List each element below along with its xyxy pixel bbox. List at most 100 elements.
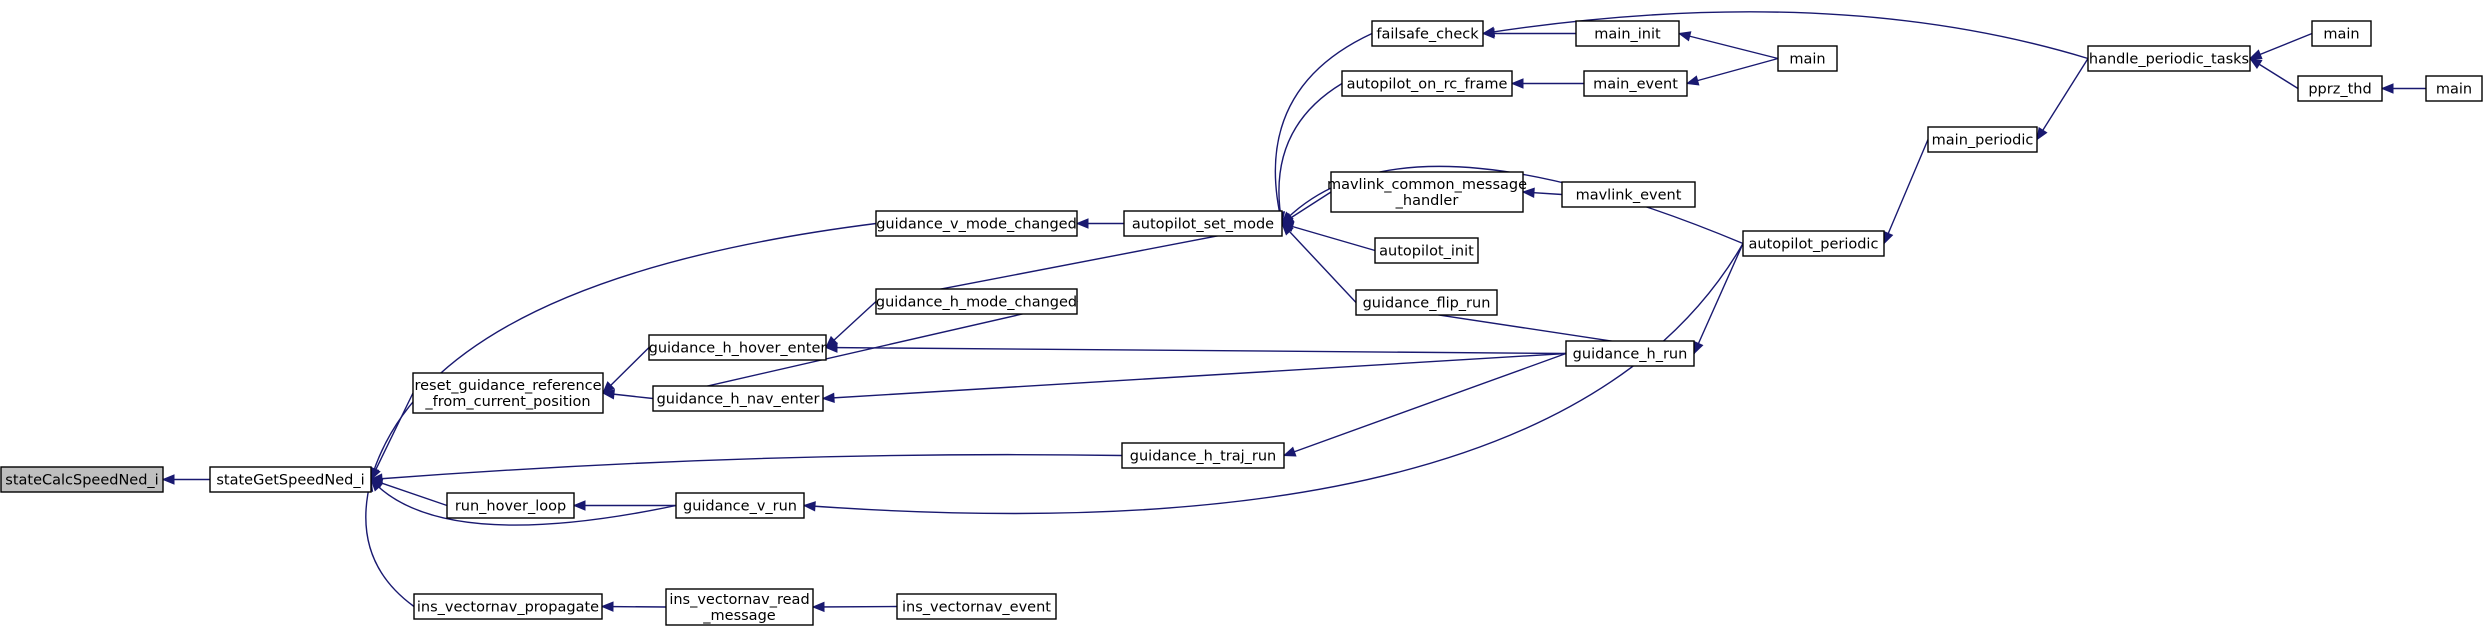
graph-node-n21[interactable]: main_init [1575, 20, 1680, 47]
graph-node-n7[interactable]: ins_vectornav_propagate [413, 593, 603, 620]
graph-node-n6[interactable]: guidance_v_run [675, 492, 805, 519]
node-label: mavlink_common_message [1327, 177, 1527, 193]
node-box[interactable] [1371, 20, 1484, 47]
edge-arrowhead [1282, 446, 1297, 457]
edge-arrowhead [811, 601, 825, 613]
node-label: autopilot_set_mode [1132, 217, 1274, 233]
node-box[interactable] [1374, 237, 1479, 264]
node-label: reset_guidance_reference [414, 378, 601, 394]
edge-arrowhead [1481, 26, 1496, 37]
graph-node-n13[interactable]: autopilot_periodic [1742, 230, 1885, 257]
graph-node-n12[interactable]: guidance_h_run [1565, 340, 1695, 367]
node-box[interactable] [2297, 75, 2383, 102]
graph-node-n14[interactable]: ins_vectornav_read_message [665, 588, 814, 626]
graph-node-n20[interactable]: guidance_flip_run [1355, 289, 1498, 316]
edge-arrowhead [601, 389, 616, 400]
graph-node-n0[interactable]: stateCalcSpeedNed_i [0, 466, 164, 493]
node-label: guidance_h_hover_enter [649, 341, 827, 357]
node-box[interactable] [875, 210, 1078, 237]
node-box[interactable] [1123, 210, 1283, 237]
node-label: guidance_h_traj_run [1130, 449, 1276, 465]
graph-edge-n20-n8 [1281, 223, 1357, 303]
node-label: run_hover_loop [455, 499, 566, 515]
graph-node-n5[interactable]: run_hover_loop [446, 492, 575, 519]
node-box[interactable] [209, 466, 372, 493]
graph-edge-n13-n6 [803, 243, 1744, 515]
node-box[interactable] [1561, 181, 1696, 208]
node-label: guidance_h_mode_changed [876, 295, 1077, 311]
graph-node-n19[interactable]: autopilot_init [1374, 237, 1479, 264]
edges-layer [161, 11, 2426, 613]
edge-arrowhead [2248, 57, 2263, 70]
graph-node-n9[interactable]: guidance_h_hover_enter [648, 334, 827, 361]
node-box[interactable] [446, 492, 575, 519]
node-box[interactable] [1927, 126, 2038, 153]
node-label: handle_periodic_tasks [2089, 52, 2249, 68]
node-box[interactable] [2425, 75, 2483, 102]
graph-edge-n12-n4 [1283, 352, 1567, 457]
edge-arrowhead [1281, 222, 1294, 236]
graph-edge-n2-n1 [370, 222, 877, 480]
node-label: _from_current_position [424, 394, 590, 410]
graph-edge-n24-n22 [1686, 57, 1779, 85]
graph-node-n24[interactable]: main [1777, 45, 1838, 72]
edge-arrowhead [1883, 230, 1894, 245]
graph-node-n22[interactable]: main_event [1583, 70, 1688, 97]
edge-arrowhead [602, 381, 615, 394]
graph-node-n28[interactable]: pprz_thd [2297, 75, 2383, 102]
node-box[interactable] [1355, 289, 1498, 316]
graph-edge-n3-n1 [370, 392, 414, 480]
node-box[interactable] [652, 385, 824, 412]
graph-node-n8[interactable]: autopilot_set_mode [1123, 210, 1283, 237]
node-box[interactable] [1742, 230, 1885, 257]
node-box[interactable] [1330, 171, 1524, 213]
graph-node-n15[interactable]: ins_vectornav_event [896, 593, 1057, 620]
node-box[interactable] [1575, 20, 1680, 47]
node-box[interactable] [648, 334, 827, 361]
node-box[interactable] [1583, 70, 1688, 97]
edge-arrowhead [1075, 218, 1089, 229]
node-label: main_init [1594, 27, 1661, 43]
node-box[interactable] [412, 372, 604, 414]
graph-node-n25[interactable]: main_periodic [1927, 126, 2038, 153]
graph-node-n2[interactable]: guidance_v_mode_changed [875, 210, 1078, 237]
graph-node-n23[interactable]: mavlink_event [1561, 181, 1696, 208]
graph-node-n11[interactable]: guidance_h_mode_changed [875, 288, 1078, 315]
graph-node-n18[interactable]: mavlink_common_message_handler [1327, 171, 1527, 213]
node-box[interactable] [896, 593, 1057, 620]
node-label: stateGetSpeedNed_i [216, 473, 364, 489]
node-box[interactable] [665, 588, 814, 626]
node-box[interactable] [675, 492, 805, 519]
graph-node-n27[interactable]: main [2311, 20, 2372, 47]
node-box[interactable] [2087, 45, 2251, 72]
node-box[interactable] [1121, 442, 1285, 469]
node-box[interactable] [413, 593, 603, 620]
graph-node-n1[interactable]: stateGetSpeedNed_i [209, 466, 372, 493]
edge-arrowhead [1685, 75, 1700, 86]
node-box[interactable] [2311, 20, 2372, 47]
graph-edge-n7-n1 [365, 479, 415, 608]
edge-arrowhead [2036, 126, 2048, 141]
graph-node-n26[interactable]: handle_periodic_tasks [2087, 45, 2251, 72]
graph-edge-n16-n8 [1274, 32, 1373, 224]
edge-arrowhead [802, 501, 816, 512]
node-box[interactable] [875, 288, 1078, 315]
node-box[interactable] [1565, 340, 1695, 367]
edge-arrowhead [370, 478, 383, 492]
node-box[interactable] [1777, 45, 1838, 72]
graph-node-n3[interactable]: reset_guidance_reference_from_current_po… [412, 372, 604, 414]
graph-node-n10[interactable]: guidance_h_nav_enter [652, 385, 824, 412]
graph-node-n16[interactable]: failsafe_check [1371, 20, 1484, 47]
graph-node-n17[interactable]: autopilot_on_rc_frame [1341, 70, 1513, 97]
graph-edge-n13-n8 [1281, 165, 1744, 245]
node-label: ins_vectornav_propagate [417, 600, 599, 616]
graph-node-n29[interactable]: main [2425, 75, 2483, 102]
node-box[interactable] [0, 466, 164, 493]
node-box[interactable] [1341, 70, 1513, 97]
graph-edge-n10-n11 [652, 300, 1078, 400]
node-label: _message [702, 608, 775, 624]
node-label: main [1789, 52, 1825, 68]
graph-node-n4[interactable]: guidance_h_traj_run [1121, 442, 1285, 469]
